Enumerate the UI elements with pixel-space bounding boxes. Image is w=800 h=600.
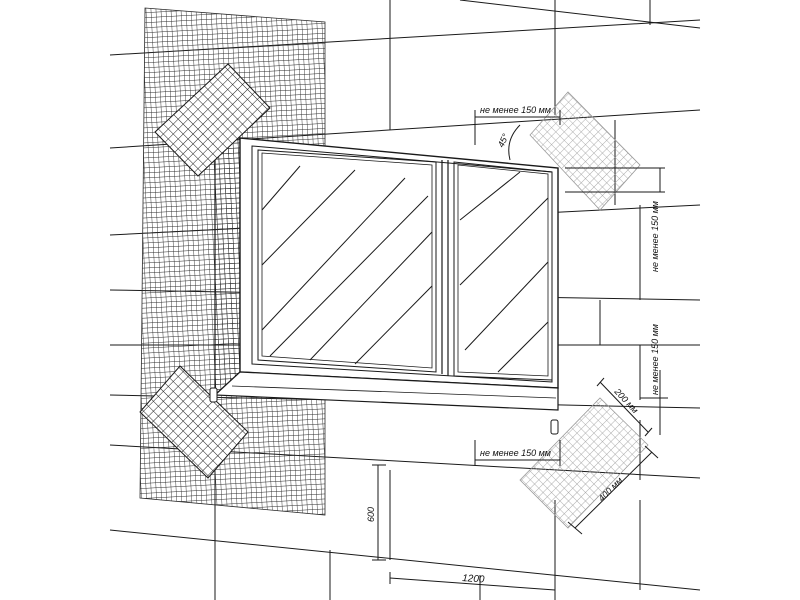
sill-cap-left xyxy=(209,387,218,403)
dim-top-vertical: не менее 150 мм xyxy=(650,201,660,272)
mesh-patch-top-left xyxy=(154,63,271,177)
dimension-lines xyxy=(372,110,668,596)
glass-reflections xyxy=(261,165,549,373)
window-frame xyxy=(239,137,559,389)
dim-below-sill: 600 xyxy=(366,507,376,522)
window xyxy=(209,137,559,435)
dim-bottom-horizontal: не менее 150 мм xyxy=(480,448,551,458)
dim-top-horizontal: не менее 150 мм xyxy=(480,105,551,115)
dim-right-vertical: не менее 150 мм xyxy=(650,324,660,395)
mesh-patch-bottom-left xyxy=(139,365,249,479)
window-sash-left xyxy=(257,149,437,373)
mesh-patch-top-right xyxy=(529,91,641,211)
sill-cap-right xyxy=(550,419,559,435)
window-sash-right xyxy=(453,161,553,381)
dim-patch-width: 200 мм xyxy=(612,386,640,415)
window-sill xyxy=(213,371,559,411)
dim-span: 1200 xyxy=(462,573,485,586)
mesh-patch-bottom-right xyxy=(519,397,649,529)
